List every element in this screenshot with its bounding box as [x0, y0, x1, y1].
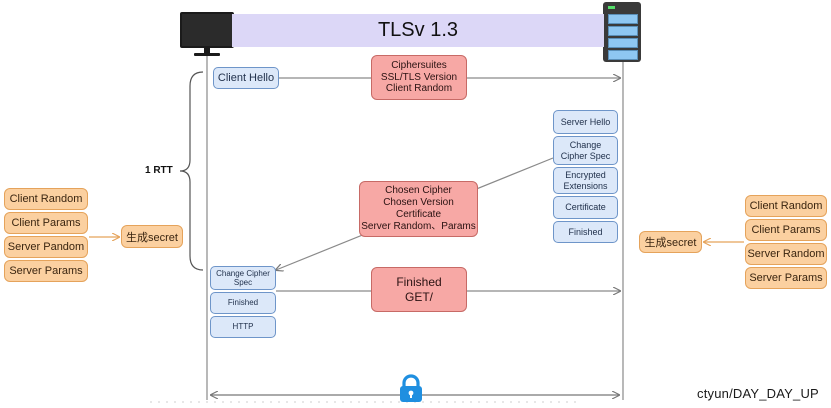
client-http-box: HTTP	[210, 316, 276, 338]
protocol-title-banner: TLSv 1.3	[232, 14, 604, 47]
server-input-client-params: Client Params	[745, 219, 827, 241]
server-certificate-box: Certificate	[553, 196, 618, 219]
protocol-title: TLSv 1.3	[377, 19, 459, 41]
client-change-cipher-spec-box: Change Cipher Spec	[210, 266, 276, 290]
server-finished-box: Finished	[553, 221, 618, 243]
server-hello-box: Server Hello	[553, 110, 618, 134]
client-input-server-random: Server Pandom	[4, 236, 88, 258]
lock-icon	[398, 374, 424, 403]
server-encrypted-extensions-box: Encrypted Extensions	[553, 167, 618, 194]
rtt-label: 1 RTT	[145, 165, 173, 176]
client-monitor-icon	[180, 12, 234, 56]
client-input-server-params: Server Params	[4, 260, 88, 282]
watermark: ctyun/DAY_DAY_UP	[697, 386, 819, 401]
server-generate-secret: 生成secret	[639, 231, 702, 253]
client-input-client-random: Client Random	[4, 188, 88, 210]
client-input-client-params: Client Params	[4, 212, 88, 234]
server-input-server-params: Server Params	[745, 267, 827, 289]
server-change-cipher-spec-box: Change Cipher Spec	[553, 136, 618, 165]
server-input-client-random: Client Random	[745, 195, 827, 217]
client-hello-box: Client Hello	[213, 67, 279, 89]
rtt-brace	[179, 71, 204, 271]
client-generate-secret: 生成secret	[121, 225, 183, 248]
server-tower-icon	[603, 2, 641, 62]
client-hello-payload: Ciphersuites SSL/TLS Version Client Rand…	[371, 55, 467, 100]
client-finished-payload: Finished GET/	[371, 267, 467, 312]
server-response-payload: Chosen Cipher Chosen Version Certificate…	[359, 181, 478, 237]
server-input-server-random: Server Random	[745, 243, 827, 265]
client-finished-box: Finished	[210, 292, 276, 314]
